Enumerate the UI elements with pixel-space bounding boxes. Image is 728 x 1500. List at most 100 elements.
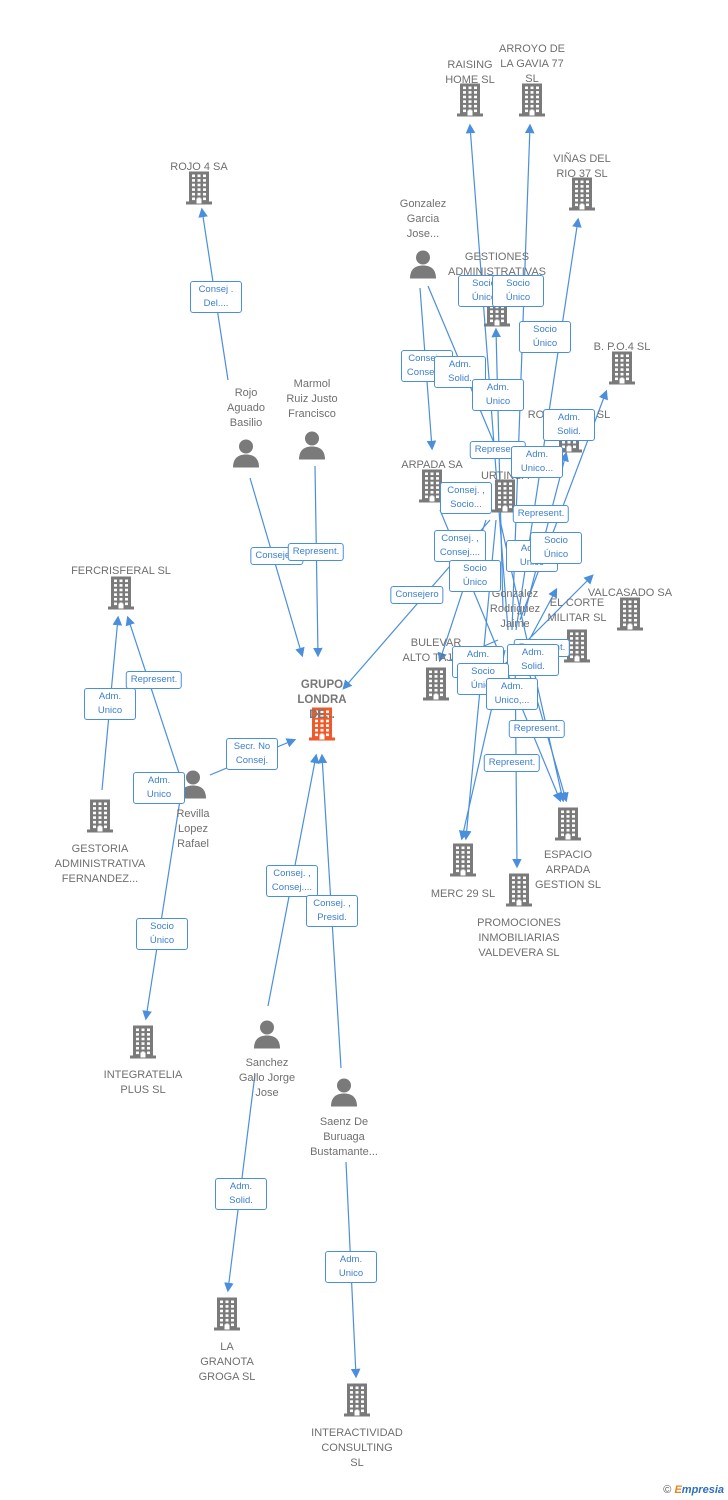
building-icon (214, 1297, 240, 1331)
building-icon (457, 83, 483, 117)
node-icon-rojo4[interactable] (184, 170, 214, 211)
node-label-gonzalezrod: Gonzalez Rodriguez Jaime (489, 588, 541, 630)
relation-label[interactable]: Consej. , Socio... (440, 482, 492, 514)
edge-revilla-to-integratelia (142, 799, 181, 1021)
relation-label[interactable]: Adm. Solid. (543, 409, 595, 441)
building-icon (564, 629, 590, 663)
node-icon-arpada[interactable] (417, 468, 447, 509)
building-icon (87, 799, 113, 833)
relation-label[interactable]: Consej. , Consej.... (434, 530, 486, 562)
brand-logo: Empresia (674, 1484, 724, 1496)
relation-label[interactable]: Represent. (512, 505, 570, 523)
relation-label[interactable]: Socio Único (530, 532, 582, 564)
relation-label[interactable]: Socio Único (519, 321, 571, 353)
node-icon-espacio[interactable] (553, 806, 583, 847)
node-icon-valcasado[interactable] (615, 596, 645, 637)
building-icon (309, 707, 335, 741)
node-icon-granota[interactable] (212, 1296, 242, 1337)
node-label-elcorte: EL CORTE MILITAR SL (547, 597, 607, 624)
relation-label[interactable]: Socio Único (136, 918, 188, 950)
node-label-bpo4: B. P.O.4 SL (593, 341, 651, 353)
node-icon-grupo[interactable] (307, 706, 337, 747)
person-icon (299, 431, 325, 460)
node-label-grupo: GRUPO LONDRA DE... (297, 679, 347, 721)
node-label-revilla: Revilla Lopez Rafael (176, 808, 210, 850)
building-icon (555, 807, 581, 841)
node-icon-marmol[interactable] (297, 430, 327, 465)
building-icon (519, 83, 545, 117)
node-label-valcasado: VALCASADO SA (587, 587, 673, 599)
relation-label[interactable]: Consej. , Consej.... (266, 865, 318, 897)
building-icon (492, 479, 518, 513)
node-icon-raising[interactable] (455, 82, 485, 123)
node-label-gestoria: GESTORIA ADMINISTRATIVA FERNANDEZ... (54, 843, 146, 885)
node-label-interactividad: INTERACTIVIDAD CONSULTING SL (311, 1427, 403, 1469)
building-icon (186, 171, 212, 205)
building-icon (609, 351, 635, 385)
node-label-arroyo: ARROYO DE LA GAVIA 77 SL (498, 43, 566, 85)
relation-label[interactable]: Represent. (125, 671, 183, 689)
copyright-symbol: © (663, 1484, 672, 1496)
relation-label[interactable]: Consejero (390, 586, 444, 604)
edge-gonzalezrod-to-valcasado (527, 574, 594, 641)
relation-label[interactable]: Adm. Unico,... (486, 678, 538, 710)
node-icon-promociones[interactable] (504, 872, 534, 913)
node-label-rojo4: ROJO 4 SA (170, 161, 228, 173)
relation-label[interactable]: Consej. , Presid. (306, 895, 358, 927)
relation-label[interactable]: Represent. (483, 754, 541, 772)
node-label-rojoaguado: Rojo Aguado Basilio (227, 387, 265, 429)
node-icon-sanchez[interactable] (252, 1019, 282, 1054)
node-icon-rojoaguado[interactable] (231, 438, 261, 473)
person-icon (180, 770, 206, 799)
person-icon (254, 1020, 280, 1049)
node-label-gonzalezgarcia: Gonzalez Garcia Jose... (399, 198, 447, 240)
relation-label[interactable]: Adm. Unico (325, 1251, 377, 1283)
node-icon-merc29[interactable] (448, 842, 478, 883)
node-icon-fercrisferal[interactable] (106, 575, 136, 616)
building-icon (344, 1383, 370, 1417)
relation-label[interactable]: Socio Único (449, 560, 501, 592)
relation-label[interactable]: Adm. Unico... (511, 446, 563, 478)
node-icon-bpo4[interactable] (607, 350, 637, 391)
building-icon (423, 667, 449, 701)
relation-label[interactable]: Represent. (508, 720, 566, 738)
node-label-espacio: ESPACIO ARPADA GESTION SL (534, 849, 602, 891)
node-label-integratelia: INTEGRATELIA PLUS SL (103, 1069, 183, 1096)
node-icon-vinas[interactable] (567, 176, 597, 217)
node-icon-interactividad[interactable] (342, 1382, 372, 1423)
person-icon (233, 439, 259, 468)
node-icon-elcorte[interactable] (562, 628, 592, 669)
edge-revilla-to-fercrisferal (125, 615, 184, 786)
node-icon-arroyo[interactable] (517, 82, 547, 123)
building-icon (569, 177, 595, 211)
node-icon-urtinsa[interactable] (490, 478, 520, 519)
building-icon (506, 873, 532, 907)
building-icon (419, 469, 445, 503)
node-icon-saenz[interactable] (329, 1077, 359, 1112)
edge-rojoaguado-to-grupo (249, 477, 305, 658)
relation-label[interactable]: Adm. Unico (133, 772, 185, 804)
node-icon-integratelia[interactable] (128, 1024, 158, 1065)
relation-label[interactable]: Adm. Unico (472, 379, 524, 411)
node-label-arpada: ARPADA SA (401, 459, 463, 471)
relation-label[interactable]: Represent. (287, 543, 345, 561)
node-label-granota: LA GRANOTA GROGA SL (198, 1341, 256, 1383)
building-icon (108, 576, 134, 610)
person-icon (331, 1078, 357, 1107)
relation-label[interactable]: Adm. Solid. (507, 644, 559, 676)
relation-label[interactable]: Adm. Solid. (215, 1178, 267, 1210)
node-icon-gestoria[interactable] (85, 798, 115, 839)
relation-label[interactable]: Socio Único (492, 275, 544, 307)
node-label-marmol: Marmol Ruiz Justo Francisco (286, 378, 338, 420)
person-icon (410, 250, 436, 279)
node-icon-gonzalezgarcia[interactable] (408, 249, 438, 284)
relation-label[interactable]: Secr. No Consej. (226, 738, 278, 770)
node-icon-revilla[interactable] (178, 769, 208, 804)
node-icon-bulevar[interactable] (421, 666, 451, 707)
relation-label[interactable]: Consej . Del.... (190, 281, 242, 313)
node-label-sanchez: Sanchez Gallo Jorge Jose (238, 1057, 296, 1099)
footer-brand: © Empresia (663, 1484, 724, 1496)
edge-gonzalezrod-to-gestiones (491, 327, 504, 611)
relation-label[interactable]: Adm. Unico (84, 688, 136, 720)
